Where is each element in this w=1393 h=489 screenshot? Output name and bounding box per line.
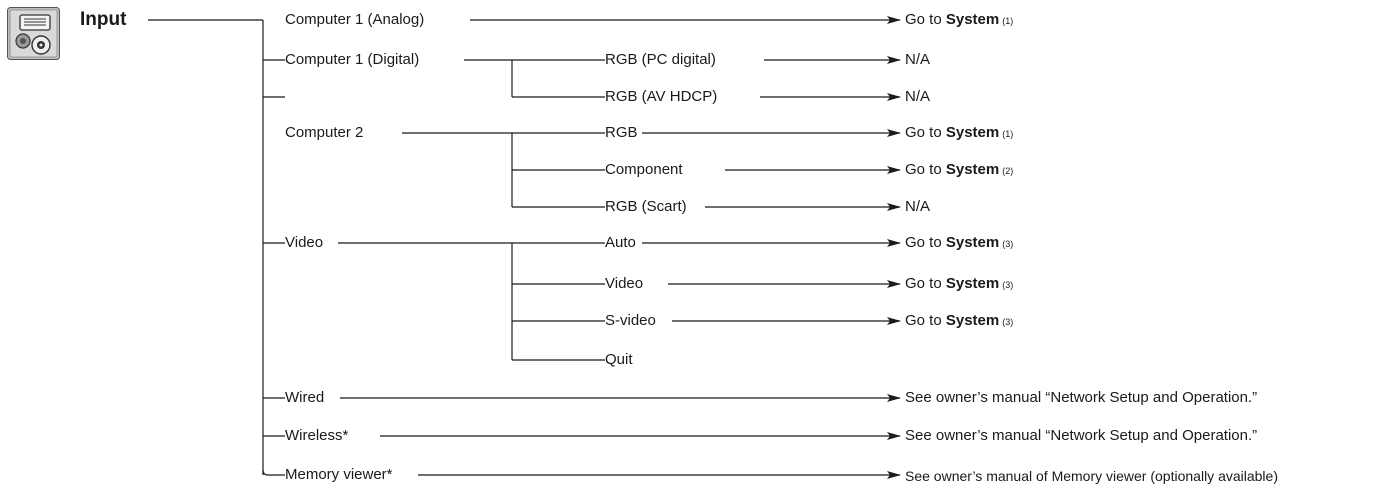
dest-wired: See owner’s manual “Network Setup and Op… [905, 389, 1258, 406]
subitem-rgb-scart: RGB (Scart) [605, 198, 691, 216]
item-video: Video [285, 234, 328, 252]
dest-memory-viewer: See owner’s manual of Memory viewer (opt… [905, 468, 1278, 484]
subitem-rgb-av-hdcp: RGB (AV HDCP) [605, 88, 722, 106]
subitem-quit: Quit [605, 351, 637, 369]
dest-rgb-av-hdcp: N/A [905, 88, 931, 105]
memory-viewer-corner [262, 469, 285, 476]
dest-wireless: See owner’s manual “Network Setup and Op… [905, 427, 1258, 444]
subitem-rgb: RGB [605, 124, 642, 142]
subitem-rgb-pc-digital: RGB (PC digital) [605, 51, 720, 69]
item-memory-viewer: Memory viewer* [285, 466, 397, 484]
item-computer2: Computer 2 [285, 124, 368, 142]
dest-rgb-scart: N/A [905, 198, 931, 215]
subitem-auto: Auto [605, 234, 640, 252]
dest-computer1-analog: Go to System(1) [905, 11, 1014, 28]
subitem-component: Component [605, 161, 687, 179]
subitem-s-video: S-video [605, 312, 660, 330]
item-computer1-analog: Computer 1 (Analog) [285, 11, 429, 29]
dest-s-video: Go to System(3) [905, 312, 1014, 329]
item-computer1-digital: Computer 1 (Digital) [285, 51, 424, 69]
input-menu-icon [7, 7, 60, 60]
dest-rgb-pc-digital: N/A [905, 51, 931, 68]
subitem-video: Video [605, 275, 648, 293]
item-wireless: Wireless* [285, 427, 353, 445]
dest-component: Go to System(2) [905, 161, 1014, 178]
dest-rgb: Go to System(1) [905, 124, 1014, 141]
item-wired: Wired [285, 389, 329, 407]
menu-title: Input [80, 9, 127, 30]
dest-video: Go to System(3) [905, 275, 1014, 292]
dest-auto: Go to System(3) [905, 234, 1014, 251]
